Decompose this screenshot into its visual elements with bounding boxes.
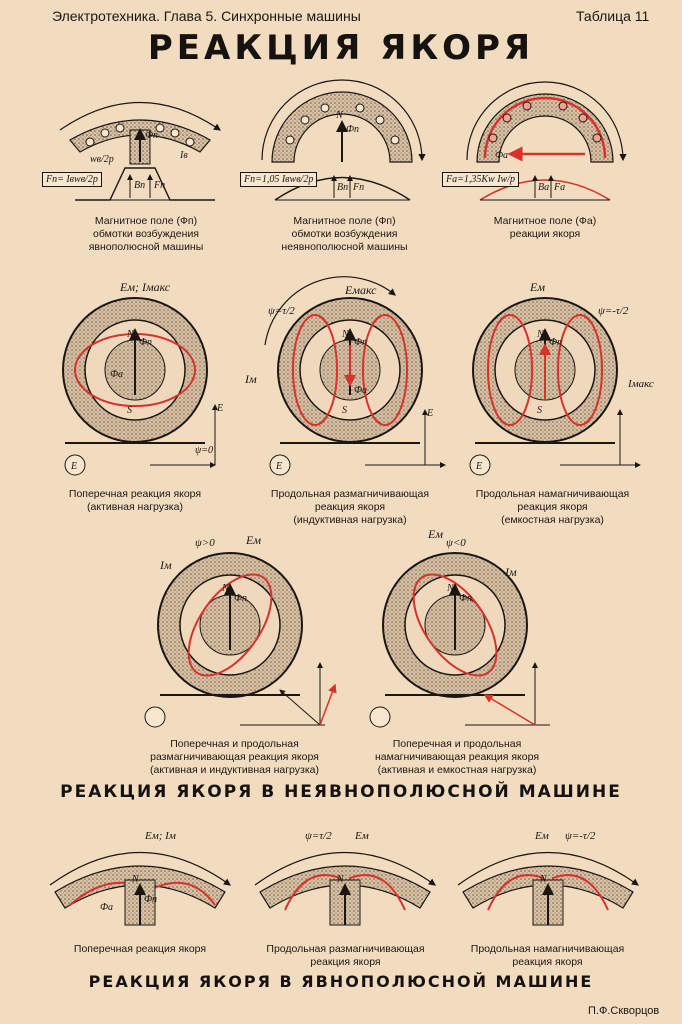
label-psi-bottom-pos: ψ=τ/2 <box>305 830 332 842</box>
label-im-3: Iм <box>505 565 517 579</box>
label-em-2: Eм <box>246 533 261 547</box>
svg-text:Fп: Fп <box>153 180 165 191</box>
svg-text:N: N <box>536 329 545 340</box>
label-psi-neg: ψ=-τ/2 <box>598 305 629 317</box>
label-em-im: Eм; Iм <box>145 830 176 842</box>
caption-middle-1: Поперечная реакция якоря(активная нагруз… <box>68 488 202 513</box>
label-emax: Eмакс <box>345 283 377 297</box>
formula-box-2: Fп=1,05 Iвwв/2p <box>240 172 318 187</box>
section-title-salient: РЕАКЦИЯ ЯКОРЯ В ЯВНОПОЛЮСНОЙ МАШИНЕ <box>88 972 594 991</box>
svg-text:Фа: Фа <box>495 150 508 161</box>
svg-text:S: S <box>342 405 347 416</box>
label-em-bottom-3: Eм <box>535 830 549 842</box>
label-im-2: Iм <box>160 558 172 572</box>
svg-text:Fа: Fа <box>553 182 565 193</box>
svg-text:N: N <box>446 583 455 594</box>
svg-text:E: E <box>70 461 77 472</box>
svg-text:E: E <box>275 461 282 472</box>
label-psi-gt0: ψ>0 <box>195 537 215 549</box>
salient-diagram-demag: N <box>254 852 436 926</box>
svg-text:E: E <box>475 461 482 472</box>
header-table-number: Таблица 11 <box>576 8 650 24</box>
svg-text:S: S <box>537 405 542 416</box>
svg-text:Bп: Bп <box>134 180 145 191</box>
formula-box-3: Fа=1,35Kw Iw/p <box>442 172 519 187</box>
top-diagram-salient-field: Фп wв/2p Iв Bп Fп <box>59 101 221 201</box>
machine-diagram-magnetizing: N S Фп E <box>469 297 641 476</box>
svg-text:N: N <box>539 874 548 885</box>
label-em-1: Eм <box>530 280 545 294</box>
svg-text:Fп: Fп <box>352 182 364 193</box>
machine-diagram-cross-mag: N Фп <box>369 552 550 728</box>
svg-text:N: N <box>131 874 140 885</box>
svg-text:Фп: Фп <box>459 593 472 604</box>
page-title: РЕАКЦИЯ ЯКОРЯ <box>147 28 535 68</box>
top-diagram-nonsalient-field: ФпN Bп Fп <box>261 79 426 201</box>
label-imax-2: Iмакс <box>628 378 654 390</box>
svg-text:Фп: Фп <box>139 337 152 348</box>
svg-text:Bа: Bа <box>538 182 549 193</box>
svg-text:Фп: Фп <box>549 337 562 348</box>
svg-text:Фа: Фа <box>110 369 123 380</box>
author-signature: П.Ф.Скворцов <box>588 1005 660 1017</box>
section-title-nonsalient: РЕАКЦИЯ ЯКОРЯ В НЕЯВНОПОЛЮСНОЙ МАШИНЕ <box>60 782 622 802</box>
label-im-1: Iм <box>245 372 257 386</box>
formula-box-1: Fп= Iвwв/2p <box>42 172 102 187</box>
svg-text:Фа: Фа <box>354 385 367 396</box>
salient-diagram-mag: N <box>457 852 639 926</box>
svg-text:N: N <box>336 874 345 885</box>
svg-text:wв/2p: wв/2p <box>90 154 114 165</box>
svg-text:N: N <box>335 110 344 121</box>
svg-text:N: N <box>221 583 230 594</box>
header-chapter: Электротехника. Глава 5. Синхронные маши… <box>52 8 361 24</box>
svg-text:E: E <box>216 403 223 414</box>
svg-text:Iв: Iв <box>179 150 188 161</box>
top-diagram-armature-field: Фа Bа Fа <box>466 81 627 201</box>
label-psi-lt0: ψ<0 <box>446 537 466 549</box>
svg-text:Bп: Bп <box>337 182 348 193</box>
svg-text:Фп: Фп <box>144 894 157 905</box>
label-em-bottom-2: Eм <box>355 830 369 842</box>
label-em-imax: Eм; Iмакс <box>120 280 171 294</box>
svg-text:N: N <box>341 329 350 340</box>
svg-text:N: N <box>126 329 135 340</box>
caption-top-3: Магнитное поле (Фа)реакции якоря <box>493 215 597 240</box>
caption-bottom-1: Поперечная реакция якоря <box>73 943 207 955</box>
svg-text:Фп: Фп <box>354 337 367 348</box>
svg-text:Фп: Фп <box>346 124 359 135</box>
svg-text:S: S <box>127 405 132 416</box>
svg-text:Фа: Фа <box>100 902 113 913</box>
svg-text:Фп: Фп <box>145 130 158 141</box>
label-psi-bottom-neg: ψ=-τ/2 <box>565 830 596 842</box>
machine-diagram-cross-demag: N Фп <box>144 552 337 728</box>
svg-text:E: E <box>426 408 433 419</box>
svg-text:ψ=0: ψ=0 <box>195 445 213 456</box>
label-em-3: Eм <box>428 527 443 541</box>
label-psi-pos: ψ=τ/2 <box>268 305 295 317</box>
svg-text:Фп: Фп <box>234 593 247 604</box>
